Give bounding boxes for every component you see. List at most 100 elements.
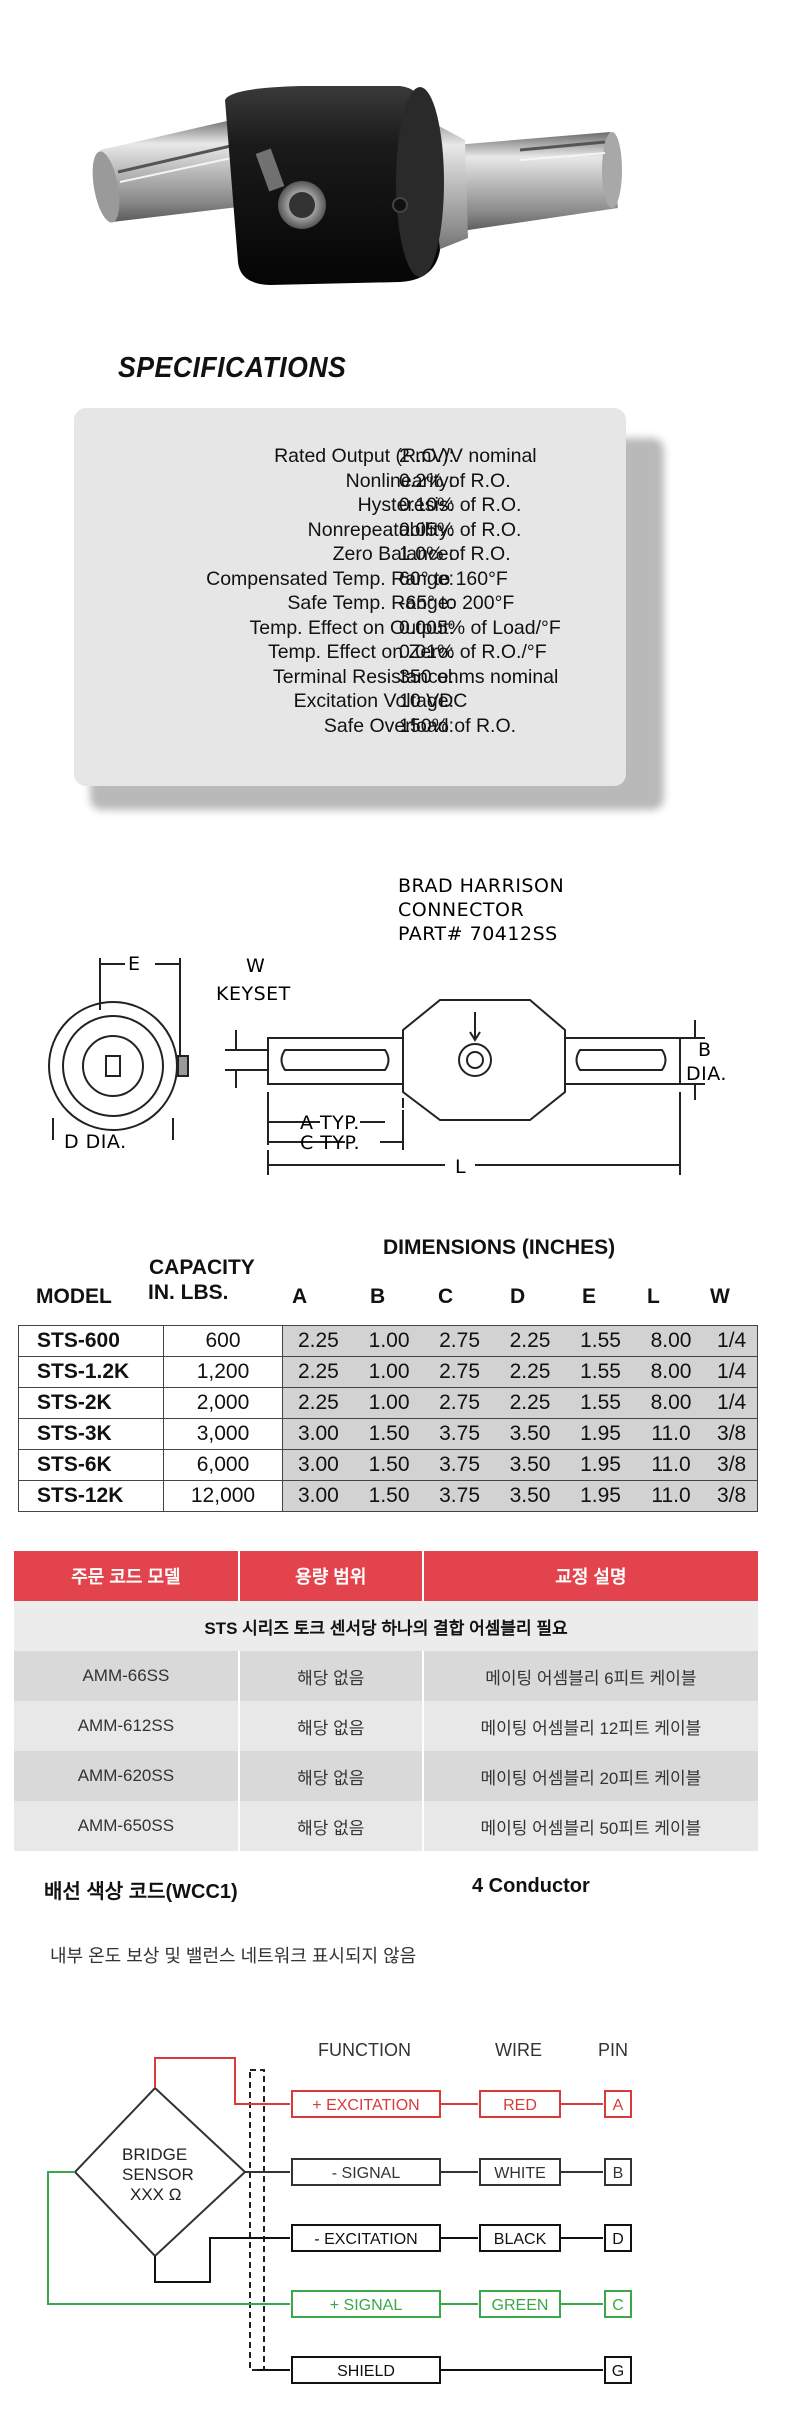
order-table-subheader: STS 시리즈 토크 센서당 하나의 결합 어셈블리 필요 <box>14 1601 758 1651</box>
order-cell: AMM-650SS <box>14 1801 240 1851</box>
dim-a-typ-label: A TYP. <box>300 1112 360 1134</box>
order-header-description: 교정 설명 <box>555 1567 627 1587</box>
dim-d-dia-label: D DIA. <box>64 1131 127 1153</box>
model-cell: STS-6K <box>18 1449 164 1481</box>
dim-c-typ-label: C TYP. <box>300 1132 360 1154</box>
wire-box <box>479 2158 561 2186</box>
dimension-cell: 1.55 <box>565 1325 636 1357</box>
spec-label: Nonrepeatability: <box>307 518 454 541</box>
dimension-cell: 8.00 <box>635 1356 707 1388</box>
dimension-cell: 3/8 <box>706 1480 759 1512</box>
model-cell: STS-3K <box>18 1418 164 1450</box>
spec-label: Compensated Temp. Range: <box>206 567 454 590</box>
connector-label-1: BRAD HARRISON <box>398 875 564 897</box>
spec-row: Zero Balance:1.0% of R.O. <box>74 543 626 568</box>
dimension-cell: 2.25 <box>281 1387 354 1419</box>
order-cell: 메이팅 어셈블리 12피트 케이블 <box>480 1718 702 1738</box>
product-photo <box>92 86 622 285</box>
spec-row: Nonrepeatability:0.05% of R.O. <box>74 519 626 544</box>
dimension-cell: 2.75 <box>424 1356 495 1388</box>
spec-row: Terminal Resistance:350 ohms nominal <box>74 666 626 691</box>
spec-row: Temp. Effect on Zero:0.01% of R.O./°F <box>74 641 626 666</box>
spec-value: 0.2% of R.O. <box>399 469 511 492</box>
dimension-cell: 2.25 <box>281 1325 354 1357</box>
conductor-label: 4 Conductor <box>472 1875 590 1897</box>
capacity-cell: 600 <box>163 1325 283 1357</box>
specifications-title: SPECIFICATIONS <box>118 352 347 384</box>
dimension-cell: 1.95 <box>565 1449 636 1481</box>
model-cell: STS-1.2K <box>18 1356 164 1388</box>
pin-box <box>604 2090 632 2118</box>
pin-header: PIN <box>598 2040 628 2060</box>
dimension-cell: 1.50 <box>353 1418 425 1450</box>
pin-box <box>604 2290 632 2318</box>
order-cell: AMM-612SS <box>14 1701 240 1751</box>
wiring-diagram: FUNCTION WIRE PIN BRIDGE SENSOR XXX Ω + … <box>47 2040 632 2384</box>
dimension-cell: 2.25 <box>281 1356 354 1388</box>
capacity-cell: 3,000 <box>163 1418 283 1450</box>
order-cell: 해당 없음 <box>240 1651 424 1701</box>
order-cell: AMM-620SS <box>14 1751 240 1801</box>
pin-box <box>604 2356 632 2384</box>
bridge-label-2: SENSOR <box>122 2165 194 2184</box>
order-table-header: 주문 코드 모델 용량 범위 교정 설명 <box>14 1551 758 1601</box>
pin-box <box>604 2158 632 2186</box>
spec-value: 0.01% of R.O./°F <box>399 641 547 663</box>
spec-label: Zero Balance: <box>332 543 454 565</box>
spec-row: Hysteresis:0.10% of R.O. <box>74 494 626 519</box>
function-label: - SIGNAL <box>332 2165 401 2182</box>
order-cell: 메이팅 어셈블리 50피트 케이블 <box>480 1818 702 1838</box>
dimension-cell: 2.75 <box>424 1387 495 1419</box>
order-cell: 해당 없음 <box>240 1751 424 1801</box>
spec-label: Safe Overload: <box>323 714 454 737</box>
dimension-cell: 1/4 <box>706 1325 759 1357</box>
pin-label: G <box>612 2363 624 2380</box>
wire-header: WIRE <box>495 2040 542 2060</box>
spec-label: Nonlinearity: <box>345 469 454 492</box>
dimension-cell: 1/4 <box>706 1387 759 1419</box>
pin-box <box>604 2224 632 2252</box>
model-cell: STS-2K <box>18 1387 164 1419</box>
function-box <box>291 2090 441 2118</box>
dimension-cell: 11.0 <box>635 1449 707 1481</box>
order-cell: AMM-66SS <box>14 1651 240 1701</box>
order-header-capacity: 용량 범위 <box>240 1551 424 1601</box>
dimension-cell: 11.0 <box>635 1480 707 1512</box>
order-cell: 메이팅 어셈블리 6피트 케이블 <box>485 1668 697 1688</box>
dim-b-label: B <box>698 1039 712 1061</box>
wire-box <box>479 2224 561 2252</box>
function-box <box>291 2158 441 2186</box>
spec-row: Temp. Effect on Output:0.005% of Load/°F <box>74 617 626 642</box>
spec-row: Excitation Voltage:10 VDC <box>74 690 626 715</box>
wire-label: BLACK <box>494 2231 547 2248</box>
pin-label: D <box>612 2231 624 2248</box>
side-view <box>225 999 705 1175</box>
wire-label: RED <box>503 2097 537 2114</box>
wiring-note: 내부 온도 보상 및 밸런스 네트워크 표시되지 않음 <box>50 1946 417 1966</box>
spec-row: Safe Temp. Range:-65° to 200°F <box>74 592 626 617</box>
dimension-cell: 2.75 <box>424 1325 495 1357</box>
bridge-label-1: BRIDGE <box>122 2145 187 2164</box>
dimension-cell: 3.75 <box>424 1418 495 1450</box>
bridge-label-3: XXX Ω <box>130 2185 181 2204</box>
model-cell: STS-12K <box>18 1480 164 1512</box>
spec-row: Nonlinearity:0.2% of R.O. <box>74 470 626 495</box>
dim-col-header-c: C <box>438 1285 454 1308</box>
order-cell: 해당 없음 <box>240 1701 424 1751</box>
capacity-header-1: CAPACITY <box>149 1256 255 1279</box>
spec-value: -65° to 200°F <box>399 592 515 614</box>
dimension-cell: 1.95 <box>565 1418 636 1450</box>
dimension-cell: 2.25 <box>494 1387 566 1419</box>
dim-col-header-e: E <box>582 1285 597 1308</box>
capacity-cell: 12,000 <box>163 1480 283 1512</box>
wire-label: GREEN <box>492 2297 549 2314</box>
dim-col-header-b: B <box>370 1285 386 1308</box>
dimension-cell: 3.75 <box>424 1449 495 1481</box>
